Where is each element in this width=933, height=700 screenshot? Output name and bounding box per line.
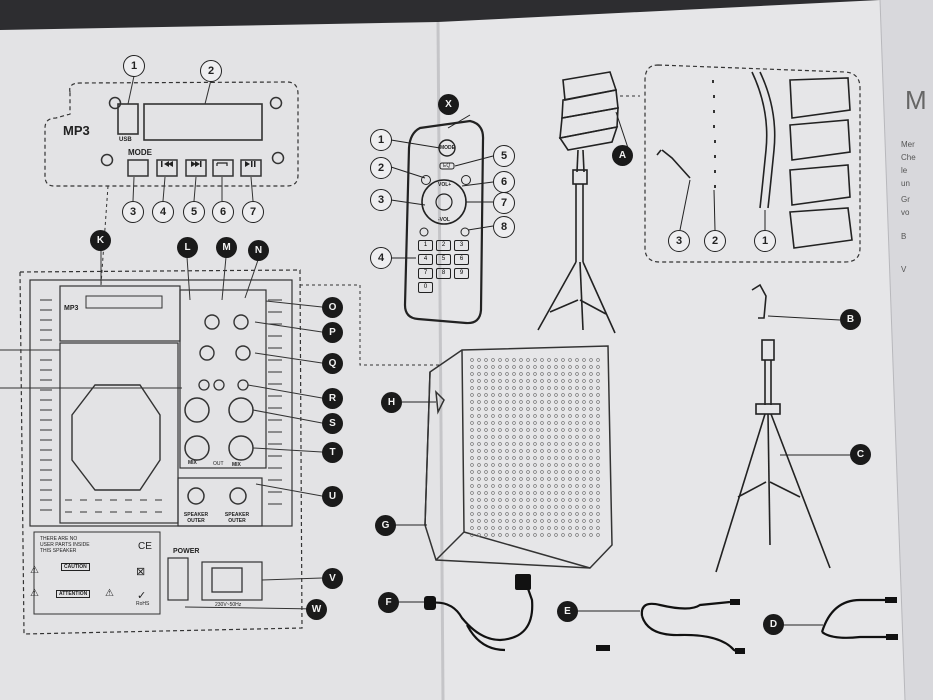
warning-triangle-icon: ⚠	[30, 565, 39, 576]
mini-mp3-label: MP3	[64, 305, 79, 312]
item-callout-g: G	[375, 515, 396, 536]
mp3-callout-2: 2	[200, 60, 222, 82]
panel-callout-m: M	[216, 237, 237, 258]
item-callout-c: C	[850, 444, 871, 465]
mix-label-left: MIX	[188, 460, 197, 466]
panel-callout-r: R	[322, 388, 343, 409]
remote-key-4: 4	[418, 254, 433, 265]
attention-label: ATTENTION	[56, 590, 91, 598]
remote-key-9: 9	[454, 268, 469, 279]
mp3-callout-1: 1	[123, 55, 145, 77]
accessory-callout-3: 3	[668, 230, 690, 252]
panel-callout-l: L	[177, 237, 198, 258]
mp3-button-icons	[161, 161, 256, 167]
mp3-panel-label: MP3	[63, 123, 90, 138]
play-pause-icon	[245, 161, 256, 167]
panel-callout-t: T	[322, 442, 343, 463]
check-mark-icon: ✓	[137, 590, 147, 602]
item-callout-d: D	[763, 614, 784, 635]
usb-label: USB	[119, 137, 132, 143]
remote-vol-plus-label: VOL+	[438, 182, 452, 188]
next-page-line: le	[901, 166, 908, 175]
remote-callout-1: 1	[370, 129, 392, 151]
panel-callout-w: W	[306, 599, 327, 620]
panel-callout-o: O	[322, 297, 343, 318]
caution-label: CAUTION	[61, 563, 90, 571]
item-callout-f: F	[378, 592, 399, 613]
next-page-line: V	[901, 265, 907, 274]
accessory-callout-1: 1	[754, 230, 776, 252]
repeat-icon	[216, 162, 228, 166]
panel-callout-s: S	[322, 413, 343, 434]
speaker-outer-right-label: SPEAKER OUTER	[224, 512, 250, 524]
remote-key-0: 0	[418, 282, 433, 293]
remote-key-6: 6	[454, 254, 469, 265]
panel-callout-n: N	[248, 240, 269, 261]
remote-key-7: 7	[418, 268, 433, 279]
prev-icon	[161, 161, 173, 167]
remote-callout-7: 7	[493, 192, 515, 214]
ce-mark: CE	[138, 541, 152, 552]
panel-callout-q: Q	[322, 353, 343, 374]
mix-label-right: MIX	[232, 462, 241, 468]
item-callout-a: A	[612, 145, 633, 166]
remote-callout-6: 6	[493, 171, 515, 193]
rohs-label: RoHS	[136, 601, 150, 607]
panel-callout-v: V	[322, 568, 343, 589]
mp3-callout-6: 6	[212, 201, 234, 223]
mp3-callout-4: 4	[152, 201, 174, 223]
next-icon	[191, 161, 202, 167]
remote-key-3: 3	[454, 240, 469, 251]
remote-mode-label: MODE	[440, 145, 455, 151]
warning-triangle-icon: ⚠	[30, 588, 39, 599]
remote-key-5: 5	[436, 254, 451, 265]
out-label: OUT	[213, 461, 224, 467]
remote-callout-4: 4	[370, 247, 392, 269]
item-callout-e: E	[557, 601, 578, 622]
next-page-fragment: M Mer Che le un Gr vo B V	[893, 0, 933, 700]
next-page-line: B	[901, 232, 907, 241]
next-page-line: Gr	[901, 195, 910, 204]
warning-triangle-icon: ⚠	[105, 588, 114, 599]
panel-callout-u: U	[322, 486, 343, 507]
power-label: POWER	[173, 548, 200, 555]
remote-vol-minus-label: -VOL	[438, 217, 450, 223]
next-page-line: Che	[901, 153, 916, 162]
next-page-line: vo	[901, 208, 910, 217]
remote-key-8: 8	[436, 268, 451, 279]
next-page-line: un	[901, 179, 910, 188]
power-rating: 230V~50Hz	[215, 602, 242, 608]
item-callout-b: B	[840, 309, 861, 330]
mp3-callout-5: 5	[183, 201, 205, 223]
next-page-heading: M	[905, 85, 927, 115]
weee-bin-icon: ⊠	[136, 566, 146, 578]
remote-key-1: 1	[418, 240, 433, 251]
remote-keypad: 1 2 3 4 5 6 7 8 9 0	[418, 240, 474, 293]
next-page-line: Mer	[901, 140, 915, 149]
remote-eq-label: EQ	[443, 163, 451, 169]
accessory-callout-2: 2	[704, 230, 726, 252]
speaker-outer-left-label: SPEAKER OUTER	[183, 512, 209, 524]
mode-label: MODE	[128, 148, 152, 157]
remote-callout-8: 8	[493, 216, 515, 238]
remote-callout-3: 3	[370, 189, 392, 211]
mp3-callout-7: 7	[242, 201, 264, 223]
mp3-callout-3: 3	[122, 201, 144, 223]
remote-callout-5: 5	[493, 145, 515, 167]
item-callout-h: H	[381, 392, 402, 413]
remote-callout-x: X	[438, 94, 459, 115]
panel-callout-p: P	[322, 322, 343, 343]
warning-text: THERE ARE NO USER PARTS INSIDE THIS SPEA…	[40, 536, 90, 554]
panel-callout-k: K	[90, 230, 111, 251]
remote-callout-2: 2	[370, 157, 392, 179]
remote-key-2: 2	[436, 240, 451, 251]
